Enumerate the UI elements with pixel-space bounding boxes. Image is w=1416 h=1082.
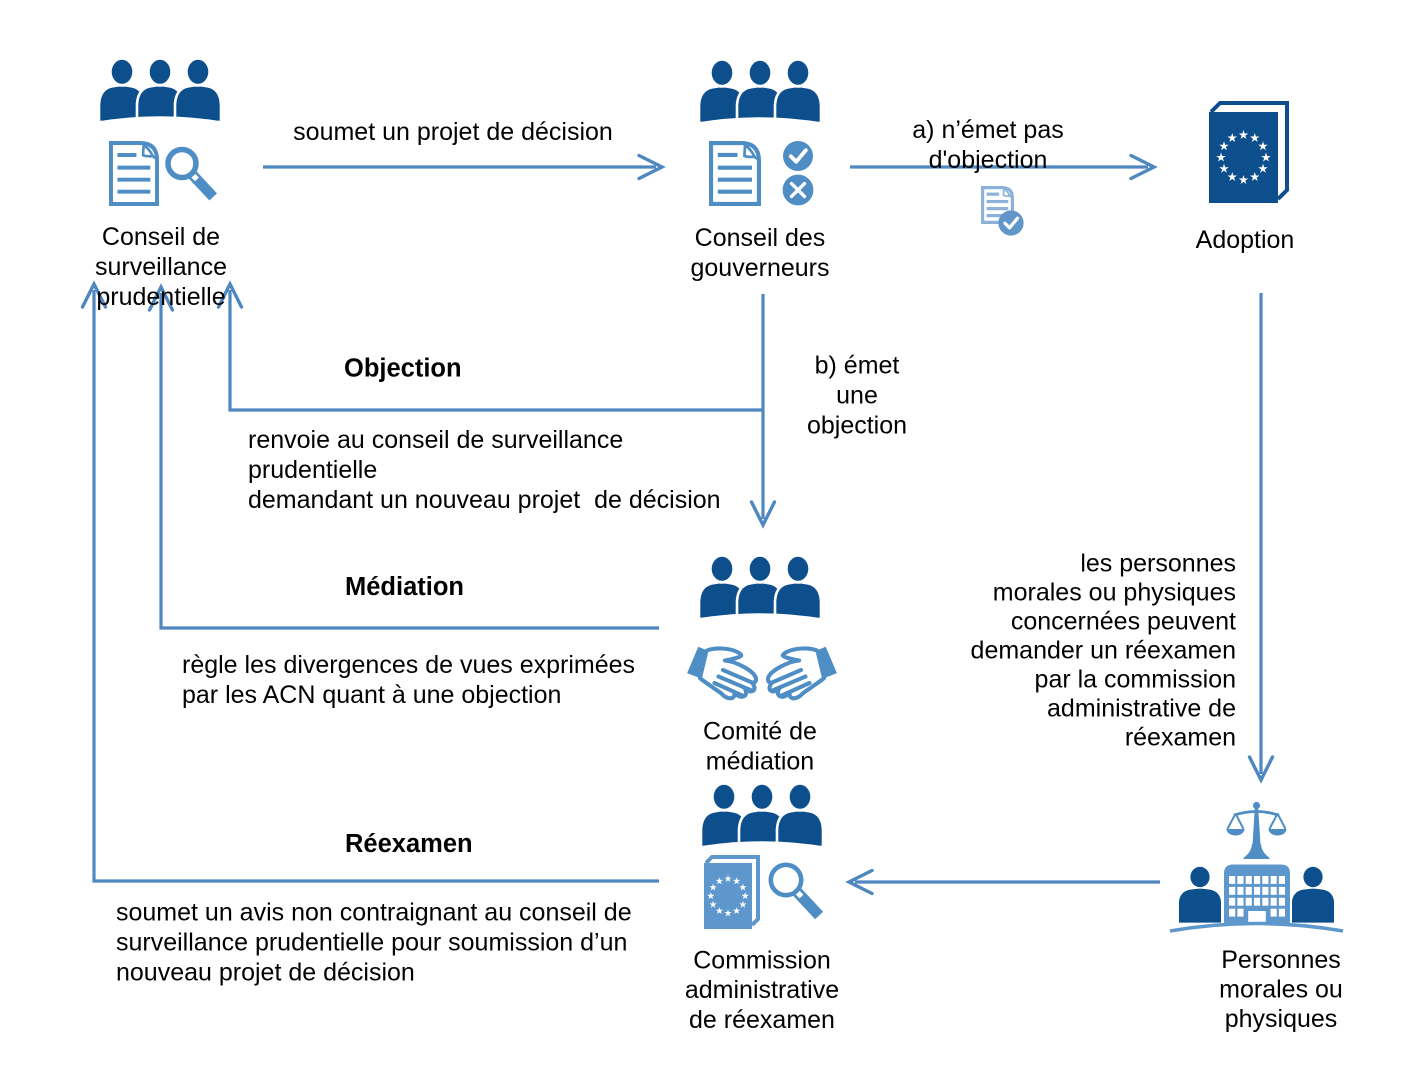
svg-text:soumet un projet de décision: soumet un projet de décision bbox=[293, 118, 613, 146]
svg-text:les personnes: les personnes bbox=[1080, 550, 1236, 578]
svg-text:concernées peuvent: concernées peuvent bbox=[1011, 608, 1236, 636]
svg-text:demander un réexamen: demander un réexamen bbox=[971, 637, 1236, 665]
svg-text:demandant un nouveau projet d: demandant un nouveau projet de décision bbox=[248, 486, 721, 514]
svg-text:a) n’émet pas: a) n’émet pas bbox=[912, 116, 1063, 144]
svg-text:Conseil de: Conseil de bbox=[102, 223, 220, 251]
svg-text:administrative: administrative bbox=[685, 976, 839, 1004]
svg-text:Médiation: Médiation bbox=[345, 573, 464, 601]
svg-text:administrative de: administrative de bbox=[1047, 695, 1236, 723]
svg-text:Commission: Commission bbox=[693, 947, 831, 975]
svg-text:réexamen: réexamen bbox=[1125, 724, 1236, 752]
svg-text:Personnes: Personnes bbox=[1221, 946, 1341, 974]
svg-text:de réexamen: de réexamen bbox=[689, 1006, 835, 1034]
svg-text:règle les divergences de vues: règle les divergences de vues exprimées bbox=[182, 651, 635, 679]
svg-text:par les ACN quant à une object: par les ACN quant à une objection bbox=[182, 681, 561, 709]
svg-text:morales ou physiques: morales ou physiques bbox=[993, 579, 1236, 607]
svg-text:Objection: Objection bbox=[344, 355, 462, 383]
svg-text:Adoption: Adoption bbox=[1196, 226, 1295, 254]
svg-text:renvoie au conseil de surveill: renvoie au conseil de surveillance bbox=[248, 426, 623, 454]
svg-text:prudentielle: prudentielle bbox=[248, 456, 377, 484]
svg-text:soumet un avis non contraignan: soumet un avis non contraignant au conse… bbox=[116, 899, 632, 927]
svg-text:objection: objection bbox=[807, 412, 907, 440]
svg-text:surveillance: surveillance bbox=[95, 253, 227, 281]
svg-text:prudentielle: prudentielle bbox=[96, 283, 225, 311]
svg-text:Réexamen: Réexamen bbox=[345, 830, 473, 858]
svg-text:morales ou: morales ou bbox=[1219, 976, 1343, 1004]
svg-text:gouverneurs: gouverneurs bbox=[691, 254, 830, 282]
svg-text:physiques: physiques bbox=[1225, 1005, 1338, 1033]
svg-text:Comité de: Comité de bbox=[703, 718, 817, 746]
svg-text:médiation: médiation bbox=[706, 748, 814, 776]
svg-text:par la commission: par la commission bbox=[1035, 666, 1236, 694]
svg-text:Conseil des: Conseil des bbox=[695, 224, 826, 252]
svg-text:une: une bbox=[836, 382, 878, 410]
svg-text:d'objection: d'objection bbox=[929, 146, 1048, 174]
svg-text:nouveau projet de décision: nouveau projet de décision bbox=[116, 959, 415, 987]
svg-text:b) émet: b) émet bbox=[815, 352, 900, 380]
svg-text:surveillance prudentielle pour: surveillance prudentielle pour soumissio… bbox=[116, 929, 627, 957]
